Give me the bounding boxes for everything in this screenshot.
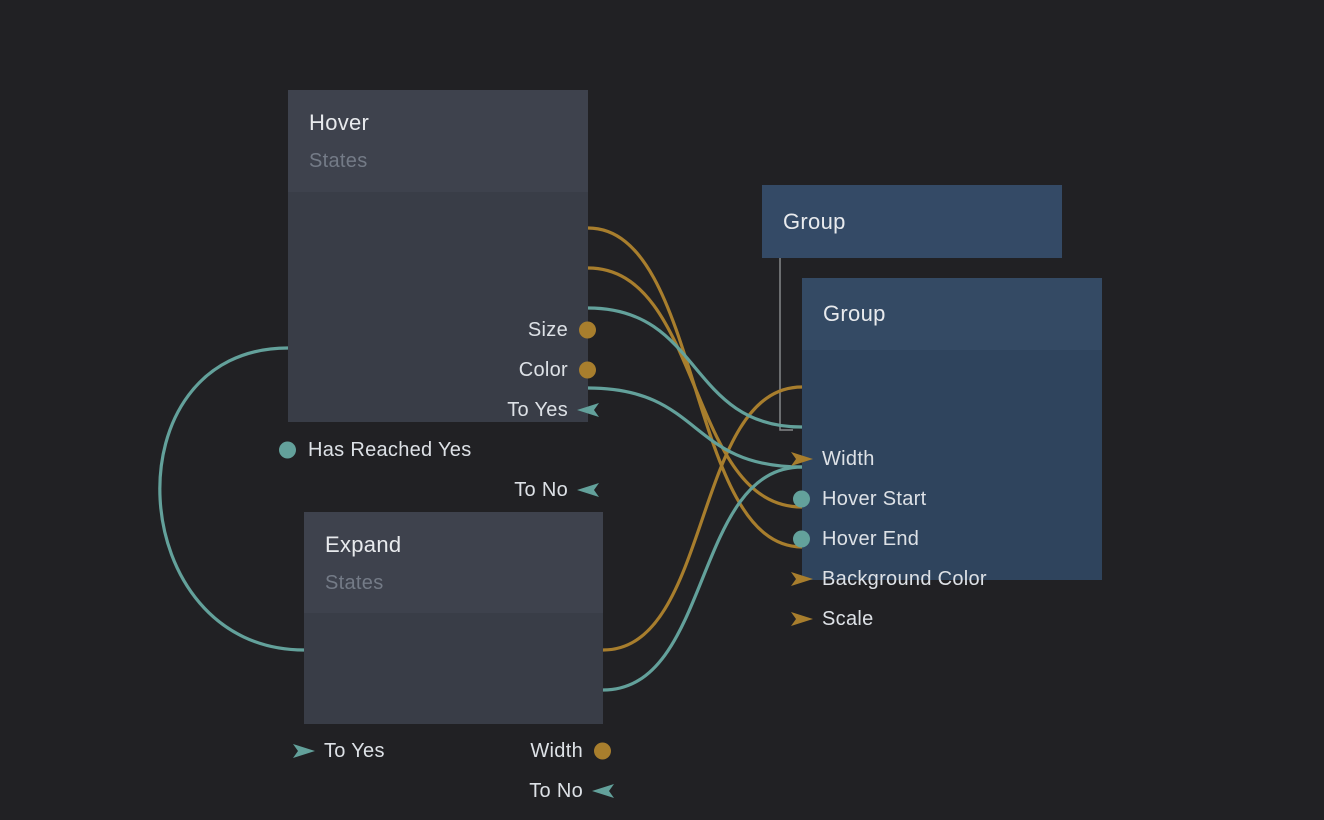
port-color-label: Color [518,359,568,381]
output-dot-expand-width[interactable] [594,742,611,760]
port-size[interactable]: Size [288,316,596,344]
input-arrow-icon[interactable] [293,743,315,759]
port-background-color[interactable]: Background Color [791,565,1102,593]
port-has-reached-yes-label: Has Reached Yes [308,439,472,461]
port-hover-to-no-label: To No [514,479,568,501]
node-group-title: Group [823,301,886,326]
port-hover-to-yes-label: To Yes [507,399,568,421]
port-group-width[interactable]: Width [791,445,1102,473]
wire-group.hover_end-to-expand.to_no[interactable] [601,465,804,692]
port-hover-start[interactable]: Hover Start [793,485,1102,513]
port-expand-to-yes-label: To Yes [324,740,385,762]
node-hover-header[interactable]: Hover States [288,90,588,192]
port-scale[interactable]: Scale [791,605,1102,633]
port-scale-label: Scale [822,608,874,630]
node-group-body: Width Hover Start Hover End Background C… [791,350,1102,630]
port-expand-to-no[interactable]: To No [304,777,614,805]
port-expand-to-yes[interactable]: To Yes [293,737,603,765]
port-hover-start-label: Hover Start [822,488,927,510]
output-dot-color[interactable] [579,361,596,379]
node-hover[interactable]: Hover States Size Color To Yes Has Reach… [279,90,599,501]
node-group-header[interactable]: Group [802,278,1102,350]
input-arrow-icon[interactable] [791,451,813,467]
port-hover-to-no[interactable]: To No [288,476,599,504]
input-arrow-icon[interactable] [791,571,813,587]
input-arrow-icon[interactable] [577,402,599,418]
output-dot-size[interactable] [579,321,596,339]
node-hover-subtitle: States [309,150,368,172]
port-hover-to-yes[interactable]: To Yes [288,396,599,424]
port-group-width-label: Width [822,448,875,470]
node-hover-body: Size Color To Yes Has Reached Yes To No [279,192,599,501]
node-group-parent-title: Group [783,209,846,234]
node-expand-body: To Yes Width To No [293,613,614,802]
port-size-label: Size [527,319,568,341]
output-dot-hover-start[interactable] [793,490,810,508]
wire-hover.color-to-group.background_color[interactable] [586,266,804,509]
wire-expand.width-to-group.width[interactable] [601,385,804,652]
output-dot-hover-end[interactable] [793,530,810,548]
input-arrow-icon[interactable] [791,611,813,627]
node-expand-header[interactable]: Expand States [304,512,603,613]
input-arrow-icon[interactable] [592,783,614,799]
port-hover-end[interactable]: Hover End [793,525,1102,553]
port-hover-end-label: Hover End [822,528,920,550]
node-expand[interactable]: Expand States To Yes Width To No [293,512,614,802]
hierarchy-connector [779,258,793,431]
wire-group.hover_end-to-hover.to_no[interactable] [586,386,804,469]
node-group-parent-header[interactable]: Group [762,185,1062,258]
wire-group.hover_start-to-hover.to_yes[interactable] [586,306,804,429]
wire-hover.has_reached_yes-to-expand.to_yes[interactable] [158,346,306,652]
port-expand-width[interactable]: Width [304,737,611,765]
node-expand-title: Expand [325,532,402,557]
port-expand-to-no-label: To No [529,780,583,802]
port-background-color-label: Background Color [822,568,987,590]
input-arrow-icon[interactable] [577,482,599,498]
node-group[interactable]: Group Width Hover Start Hover End Backgr… [791,278,1102,630]
output-dot-has-reached-yes[interactable] [279,441,296,459]
node-hover-title: Hover [309,110,370,135]
port-has-reached-yes[interactable]: Has Reached Yes [279,436,588,464]
node-expand-subtitle: States [325,572,384,594]
port-color[interactable]: Color [288,356,596,384]
port-expand-width-label: Width [530,740,583,762]
node-group-parent[interactable]: Group [762,185,1062,258]
